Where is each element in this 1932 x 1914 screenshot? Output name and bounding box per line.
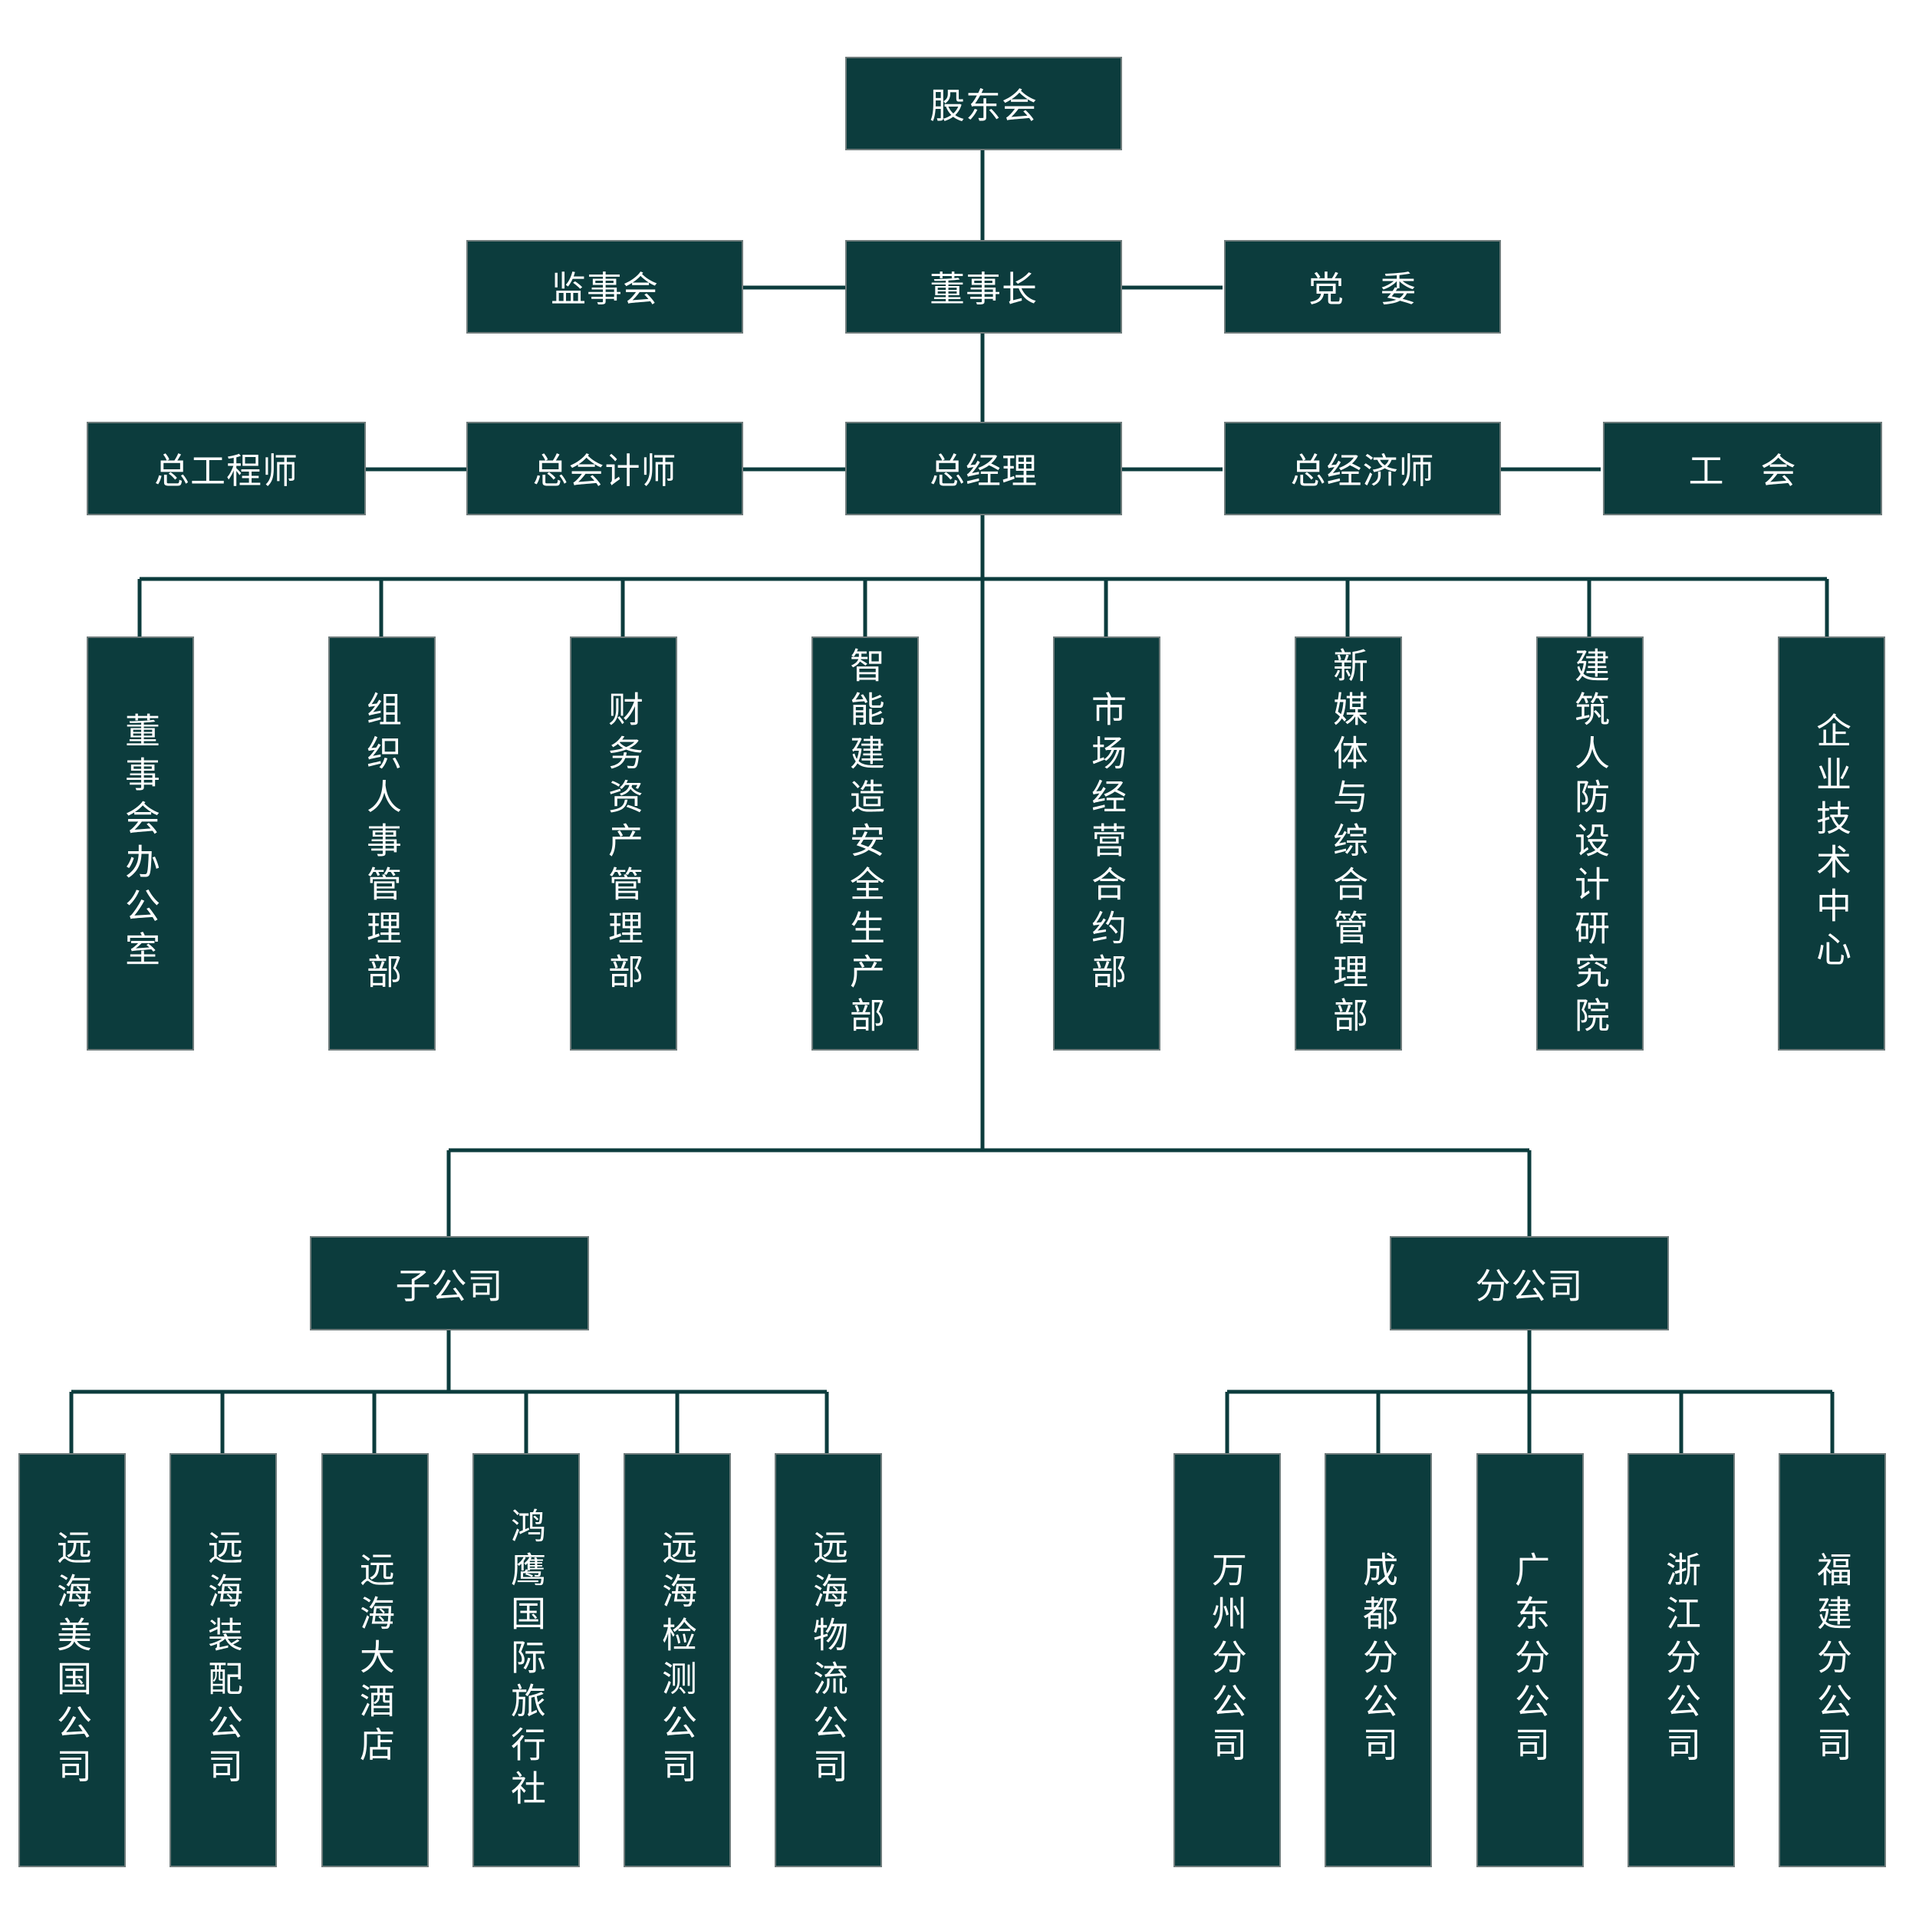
box-label: 建筑人防设计研究院 xyxy=(1569,646,1611,1041)
box-label: 监事会 xyxy=(551,268,659,310)
box-branch: 福建分公司 xyxy=(1779,1453,1886,1867)
box-label: 新媒体与综合管理部 xyxy=(1328,646,1369,1041)
box-department: 新媒体与综合管理部 xyxy=(1295,636,1402,1051)
box-label: 财务资产管理部 xyxy=(603,690,644,997)
box-department: 组织人事管理部 xyxy=(328,636,436,1051)
box-department: 建筑人防设计研究院 xyxy=(1536,636,1644,1051)
box-branch: 浙江分公司 xyxy=(1628,1453,1735,1867)
box-subsidiary: 远海物流公司 xyxy=(775,1453,882,1867)
box-label: 福建分公司 xyxy=(1812,1551,1853,1770)
box-label: 企业技术中心 xyxy=(1811,712,1852,975)
box-label: 总经济师 xyxy=(1290,450,1435,492)
box-branches: 分公司 xyxy=(1390,1236,1669,1330)
box-label: 工 会 xyxy=(1688,450,1797,492)
box-label: 党 委 xyxy=(1308,268,1417,310)
box-label: 远海美国公司 xyxy=(51,1529,93,1791)
box-label: 广东分公司 xyxy=(1509,1551,1551,1770)
box-chief-economist: 总经济师 xyxy=(1224,422,1501,515)
box-label: 总经理 xyxy=(930,450,1038,492)
box-label: 远海装配公司 xyxy=(202,1529,244,1791)
box-label: 智能建造安全生产部 xyxy=(844,646,886,1041)
box-label: 鸿鹰国际旅行社 xyxy=(505,1507,547,1814)
box-label: 远海检测公司 xyxy=(657,1529,698,1791)
box-department: 财务资产管理部 xyxy=(570,636,677,1051)
box-label: 成都分公司 xyxy=(1358,1551,1399,1770)
box-subsidiary: 远海检测公司 xyxy=(624,1453,731,1867)
box-label: 远海大酒店 xyxy=(354,1551,396,1770)
box-supervisors: 监事会 xyxy=(466,240,743,334)
box-label: 组织人事管理部 xyxy=(361,690,403,997)
box-department: 市场经营合约部 xyxy=(1053,636,1160,1051)
box-department: 董事会办公室 xyxy=(87,636,194,1051)
box-department: 企业技术中心 xyxy=(1778,636,1885,1051)
box-subsidiary: 远海美国公司 xyxy=(18,1453,126,1867)
box-subsidiary: 远海装配公司 xyxy=(170,1453,277,1867)
box-subsidiary: 远海大酒店 xyxy=(321,1453,429,1867)
box-label: 市场经营合约部 xyxy=(1086,690,1127,997)
box-department: 智能建造安全生产部 xyxy=(811,636,919,1051)
box-label: 万州分公司 xyxy=(1206,1551,1248,1770)
box-label: 董事会办公室 xyxy=(120,712,161,975)
box-label: 浙江分公司 xyxy=(1660,1551,1702,1770)
box-subsidiary: 鸿鹰国际旅行社 xyxy=(472,1453,580,1867)
box-label: 股东会 xyxy=(930,85,1038,127)
box-union: 工 会 xyxy=(1603,422,1882,515)
box-branch: 成都分公司 xyxy=(1325,1453,1432,1867)
box-label: 远海物流公司 xyxy=(808,1529,849,1791)
box-general-manager: 总经理 xyxy=(845,422,1122,515)
box-label: 分公司 xyxy=(1475,1264,1584,1307)
box-chief-engineer: 总工程师 xyxy=(87,422,366,515)
box-chief-accountant: 总会计师 xyxy=(466,422,743,515)
box-subsidiaries: 子公司 xyxy=(310,1236,589,1330)
box-label: 总会计师 xyxy=(532,450,677,492)
box-label: 子公司 xyxy=(395,1264,504,1307)
box-branch: 万州分公司 xyxy=(1173,1453,1281,1867)
box-branch: 广东分公司 xyxy=(1476,1453,1584,1867)
box-label: 总工程师 xyxy=(154,450,298,492)
box-chairman: 董事长 xyxy=(845,240,1122,334)
box-label: 董事长 xyxy=(930,268,1038,310)
box-party: 党 委 xyxy=(1224,240,1501,334)
box-shareholders: 股东会 xyxy=(845,57,1122,150)
